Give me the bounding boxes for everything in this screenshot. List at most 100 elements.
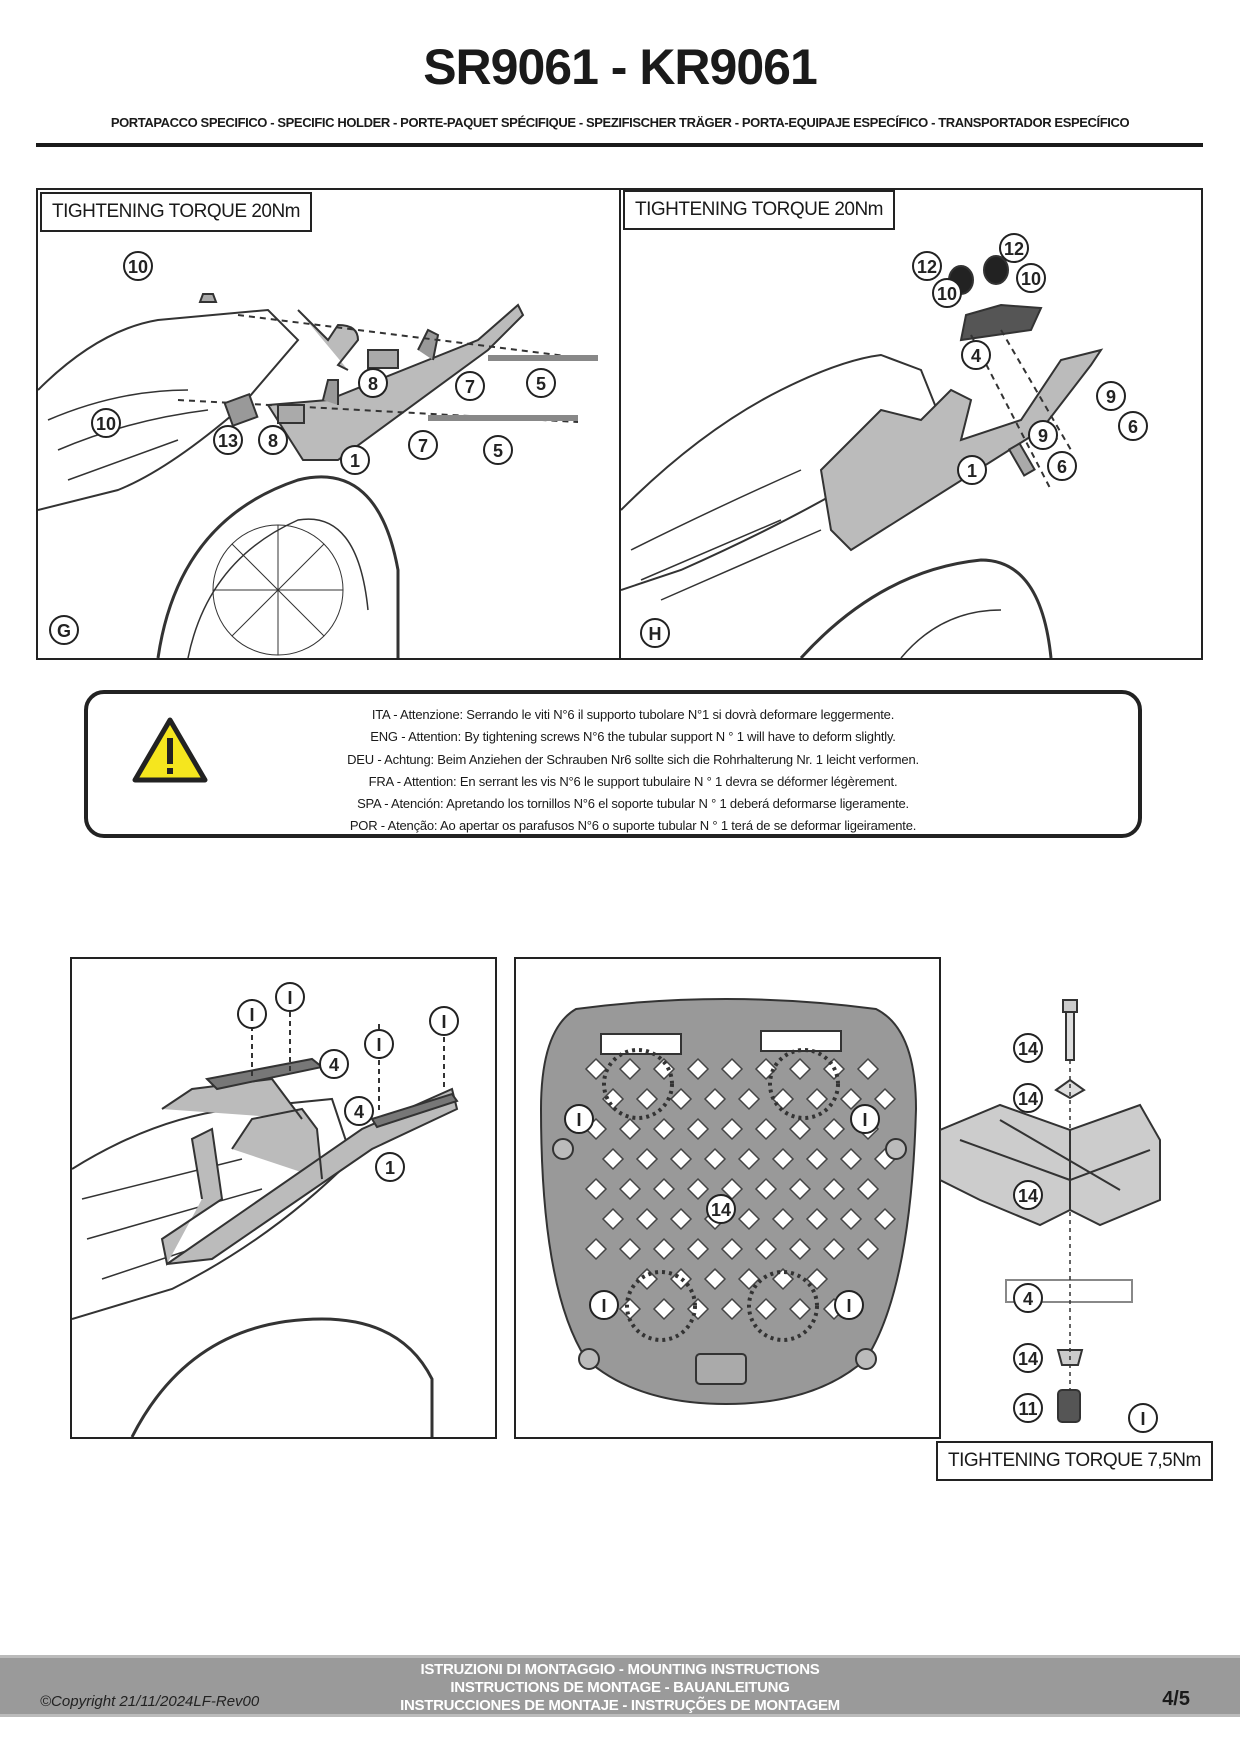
callout: 10	[128, 257, 148, 277]
callout: 14	[1018, 1089, 1038, 1109]
callout: I	[1140, 1409, 1145, 1429]
plate-slot	[720, 1057, 744, 1081]
step-g-diagram: 10 10 13 8 8 7 7 5 5 1 G	[38, 251, 599, 658]
plate-slot	[754, 1177, 778, 1201]
plate-slot	[737, 1207, 761, 1231]
warning-line-ita: ITA - Attenzione: Serrando le viti N°6 i…	[371, 707, 895, 722]
plate-slot	[703, 1267, 727, 1291]
step-h-panel: TIGHTENING TORQUE 20Nm 12 12 10 10 4 9 9…	[619, 188, 1203, 660]
callout: 1	[385, 1158, 395, 1178]
plate-slot	[669, 1207, 693, 1231]
plate-slot	[703, 1087, 727, 1111]
plate-slot	[856, 1057, 880, 1081]
plate-slot	[618, 1237, 642, 1261]
hardware-exploded-diagram: 14 14 14 4 14 11 I	[940, 999, 1161, 1433]
callout: 8	[368, 374, 378, 394]
callout: I	[846, 1296, 851, 1316]
plate-slot	[788, 1177, 812, 1201]
step-i-rack-panel: I I I I 4 4 1	[70, 957, 497, 1439]
callout: 11	[1018, 1399, 1037, 1419]
callout: 12	[917, 257, 937, 277]
callout: 1	[350, 451, 360, 471]
callout: 7	[418, 436, 428, 456]
plate-slot	[805, 1207, 829, 1231]
plate-slot	[737, 1087, 761, 1111]
torque-label: TIGHTENING TORQUE 20Nm	[40, 192, 312, 232]
copyright: ©Copyright 21/11/2024LF-Rev00	[40, 1693, 260, 1710]
callout: 9	[1038, 426, 1048, 446]
callout: 14	[1018, 1186, 1038, 1206]
callout: I	[576, 1110, 581, 1130]
warning-line-por: POR - Atenção: Ao apertar os parafusos N…	[349, 818, 917, 834]
step-letter: H	[649, 624, 662, 644]
plate-slot	[737, 1147, 761, 1171]
plate-slot	[839, 1207, 863, 1231]
footer-line: INSTRUCTIONS DE MONTAGE - BAUANLEITUNG	[450, 1679, 790, 1696]
plate-slot	[669, 1087, 693, 1111]
plate-slot	[652, 1057, 676, 1081]
plate-slot	[669, 1147, 693, 1171]
plate-slot	[771, 1147, 795, 1171]
warning-line-fra: FRA - Attention: En serrant les vis N°6 …	[368, 773, 898, 789]
plate-slot	[788, 1237, 812, 1261]
plate-slot	[788, 1117, 812, 1141]
callout: 10	[937, 284, 957, 304]
plate-slot	[584, 1057, 608, 1081]
plate-slot	[805, 1267, 829, 1291]
plate-slot	[618, 1057, 642, 1081]
plate-slot	[822, 1237, 846, 1261]
plate-slot	[839, 1087, 863, 1111]
warning-box: ITA - Attenzione: Serrando le viti N°6 i…	[84, 690, 1142, 838]
plate-slot	[635, 1207, 659, 1231]
plate-slot	[652, 1177, 676, 1201]
plate-slot	[703, 1147, 727, 1171]
warning-line-eng: ENG - Attention: By tightening screws N°…	[370, 729, 896, 745]
callout: 10	[1021, 269, 1041, 289]
callout: I	[249, 1005, 254, 1025]
header-divider	[36, 143, 1203, 147]
page-subtitle: PORTAPACCO SPECIFICO - SPECIFIC HOLDER -…	[110, 115, 1130, 130]
warning-line-deu: DEU - Achtung: Beim Anziehen der Schraub…	[347, 751, 919, 767]
case-plate-diagram: I I I I 14	[539, 998, 918, 1406]
callout: 10	[96, 414, 116, 434]
plate-slot	[601, 1147, 625, 1171]
page-title: SR9061 - KR9061	[423, 39, 818, 95]
plate-slot	[805, 1087, 829, 1111]
callout: 14	[711, 1200, 731, 1220]
plate-slot	[584, 1237, 608, 1261]
callout: 14	[1018, 1349, 1038, 1369]
plate-slot	[686, 1237, 710, 1261]
case-plate-panel: I I I I 14	[514, 957, 941, 1439]
callout: I	[287, 988, 292, 1008]
plate-slot	[856, 1237, 880, 1261]
callout: 5	[493, 441, 503, 461]
callout: I	[376, 1035, 381, 1055]
plate-slot	[652, 1117, 676, 1141]
plate-slot	[686, 1117, 710, 1141]
plate-slot	[873, 1207, 897, 1231]
step-h-diagram: 12 12 10 10 4 9 9 6 6 1 H	[621, 233, 1148, 658]
plate-slot	[839, 1147, 863, 1171]
callout: 12	[1004, 239, 1024, 259]
plate-slot	[686, 1057, 710, 1081]
plate-slot	[788, 1297, 812, 1321]
callout: 4	[329, 1055, 339, 1075]
plate-slot	[686, 1177, 710, 1201]
callout: 4	[354, 1102, 364, 1122]
plate-slot	[720, 1297, 744, 1321]
step-g-panel: TIGHTENING TORQUE 20Nm 10 10 13 8 8 7 7 …	[36, 188, 621, 660]
callout: 5	[536, 374, 546, 394]
plate-slot	[805, 1147, 829, 1171]
callout: 1	[967, 461, 977, 481]
plate-slot	[618, 1177, 642, 1201]
plate-slot	[635, 1147, 659, 1171]
plate-slot	[618, 1117, 642, 1141]
plate-slot	[873, 1087, 897, 1111]
plate-slot	[754, 1117, 778, 1141]
callout: I	[862, 1110, 867, 1130]
plate-slot	[720, 1117, 744, 1141]
callout: I	[601, 1296, 606, 1316]
footer: ©Copyright 21/11/2024LF-Rev00 ISTRUZIONI…	[0, 1655, 1240, 1717]
plate-slot	[822, 1177, 846, 1201]
torque-label: TIGHTENING TORQUE 7,5Nm	[936, 1441, 1213, 1481]
